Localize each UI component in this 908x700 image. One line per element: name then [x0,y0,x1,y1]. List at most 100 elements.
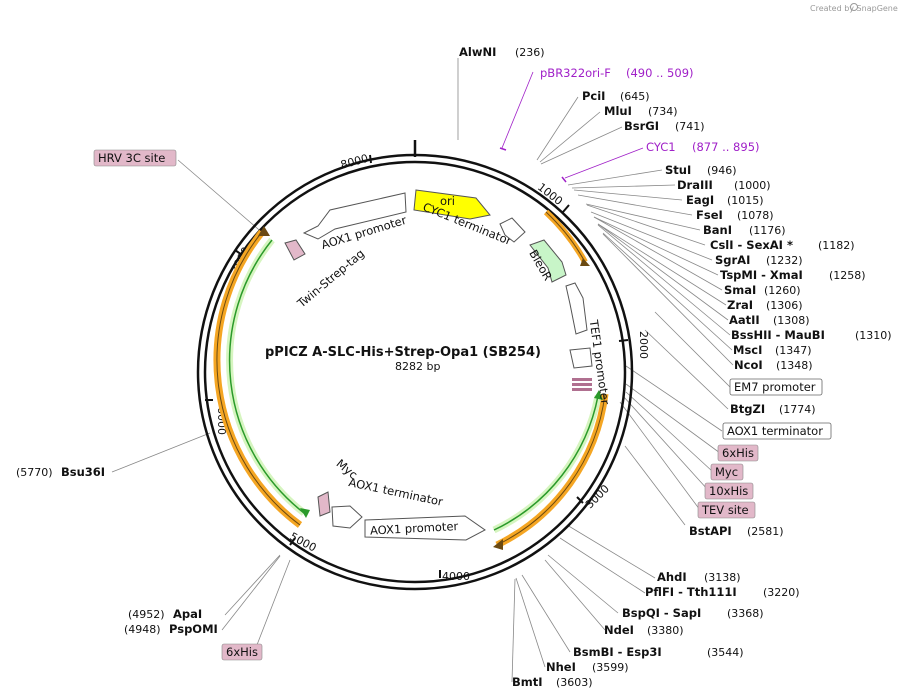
box-aox1-terminator-label: AOX1 terminator [727,424,823,438]
box-6xhis-right [717,444,759,462]
box-tev-site [697,501,756,519]
snapgene-credit: Created by SnapGene [810,4,898,13]
enzyme-pos: (1310) [855,329,892,342]
box-myc-right [710,463,744,481]
enzyme-name: BanI [703,223,732,237]
box-6xhis-right-label: 6xHis [722,446,754,460]
enzyme-pos: (3599) [592,661,629,674]
feature-small-tags-right [572,378,592,391]
enzyme-pos: (1774) [779,403,816,416]
feature-aox1-terminator-label: AOX1 terminator [347,475,444,509]
enzyme-pos: (1306) [766,299,803,312]
feature-tef1-promoter [565,282,593,369]
enzyme-name: BmtI [512,675,543,689]
feature-twin-strep [284,239,306,261]
snapgene-logo-icon [850,3,858,11]
tick-3000: 3000 [583,482,612,511]
feature-cyc1-terminator-arrow [499,217,526,243]
enzyme-pos: (3138) [704,571,741,584]
enzyme-name: NheI [546,660,576,674]
enzyme-name: AhdI [657,570,687,584]
enzyme-pos: (1258) [829,269,866,282]
feature-aox1-promoter-bottom [364,515,486,541]
box-10xhis-label: 10xHis [709,484,748,498]
orf-arc-left-green [226,237,307,516]
box-hrv-3c-site [93,149,177,167]
enzyme-pos: (1260) [764,284,801,297]
feature-ori [413,189,491,220]
box-hrv-3c-site-label: HRV 3C site [98,151,165,165]
plasmid-name: pPICZ A-SLC-His+Strep-Opa1 (SB254) [265,345,541,360]
enzyme-pos: (3544) [707,646,744,659]
enzyme-name: MluI [604,104,632,118]
enzyme-pos: (1347) [775,344,812,357]
box-aox1-terminator [722,422,832,440]
enzyme-name: ZraI [727,298,753,312]
enzyme-name: BsmBI - Esp3I [573,645,662,659]
enzyme-pos: (1348) [776,359,813,372]
enzyme-name: AatII [729,313,760,327]
feature-bleor [529,239,567,283]
enzyme-name: PflFI - Tth111I [645,585,737,599]
enzyme-name: SmaI [724,283,756,297]
enzyme-name: BstAPI [689,524,732,538]
enzyme-name: StuI [665,163,691,177]
enzyme-name: BssHII - MauBI [731,328,825,342]
enzyme-name: BspQI - SapI [622,606,701,620]
box-em7-promoter-label: EM7 promoter [734,380,816,394]
enzyme-name: DraIII [677,178,713,192]
enzyme-pos: (3603) [556,676,593,689]
enzyme-name: FseI [696,208,723,222]
enzyme-name: PspOMI [169,622,218,636]
enzyme-pos: (946) [707,164,737,177]
enzyme-name: AlwNI [459,45,496,59]
primer-name: pBR322ori-F [540,66,611,80]
primer-pos: (877 .. 895) [692,140,760,154]
primer-pos: (490 .. 509) [626,66,694,80]
feature-aox1-promoter-top [302,192,407,240]
feature-twin-strep-label: Twin-Strep-tag [294,246,367,311]
enzyme-name: BsrGI [624,119,659,133]
enzyme-name: CslI - SexAI * [710,238,793,252]
feature-myc-tag [317,491,331,517]
enzyme-pos: (4952) [128,608,165,621]
box-6xhis-bottom [221,643,263,661]
enzyme-name: PciI [582,89,605,103]
enzyme-pos: (1232) [766,254,803,267]
feature-aox1-promoter-bottom-label: AOX1 promoter [370,519,459,538]
box-myc-right-label: Myc [715,465,738,479]
enzyme-name: BtgZI [730,402,765,416]
enzyme-pos: (1176) [749,224,786,237]
enzyme-pos: (3380) [647,624,684,637]
connector-lines [111,58,734,683]
enzyme-name: MscI [733,343,762,357]
enzyme-pos: (1000) [734,179,771,192]
enzyme-name: NdeI [604,623,634,637]
enzyme-pos: (734) [648,105,678,118]
tick-4000: 4000 [442,570,470,583]
enzyme-pos: (4948) [124,623,161,636]
enzyme-pos: (741) [675,120,705,133]
tick-marks [205,154,629,578]
enzyme-pos: (1308) [773,314,810,327]
enzyme-pos: (1182) [818,239,855,252]
enzyme-name: TspMI - XmaI [720,268,803,282]
enzyme-name: SgrAI [715,253,750,267]
enzyme-pos: (1078) [737,209,774,222]
enzyme-pos: (2581) [747,525,784,538]
primer-name: CYC1 [646,140,676,154]
orf-arrowhead [580,258,590,266]
feature-ori-label: ori [440,194,455,208]
enzyme-pos: (3220) [763,586,800,599]
enzyme-pos: (5770) [16,466,53,479]
box-10xhis [704,482,754,500]
box-em7-promoter [729,378,823,396]
feature-aox1-terminator-bottom [331,505,363,529]
box-tev-site-label: TEV site [701,503,749,517]
enzyme-pos: (1015) [727,194,764,207]
plasmid-size: 8282 bp [395,360,440,373]
box-6xhis-bottom-label: 6xHis [226,645,258,659]
enzyme-name: NcoI [734,358,763,372]
enzyme-pos: (3368) [727,607,764,620]
backbone-inner [203,160,627,584]
